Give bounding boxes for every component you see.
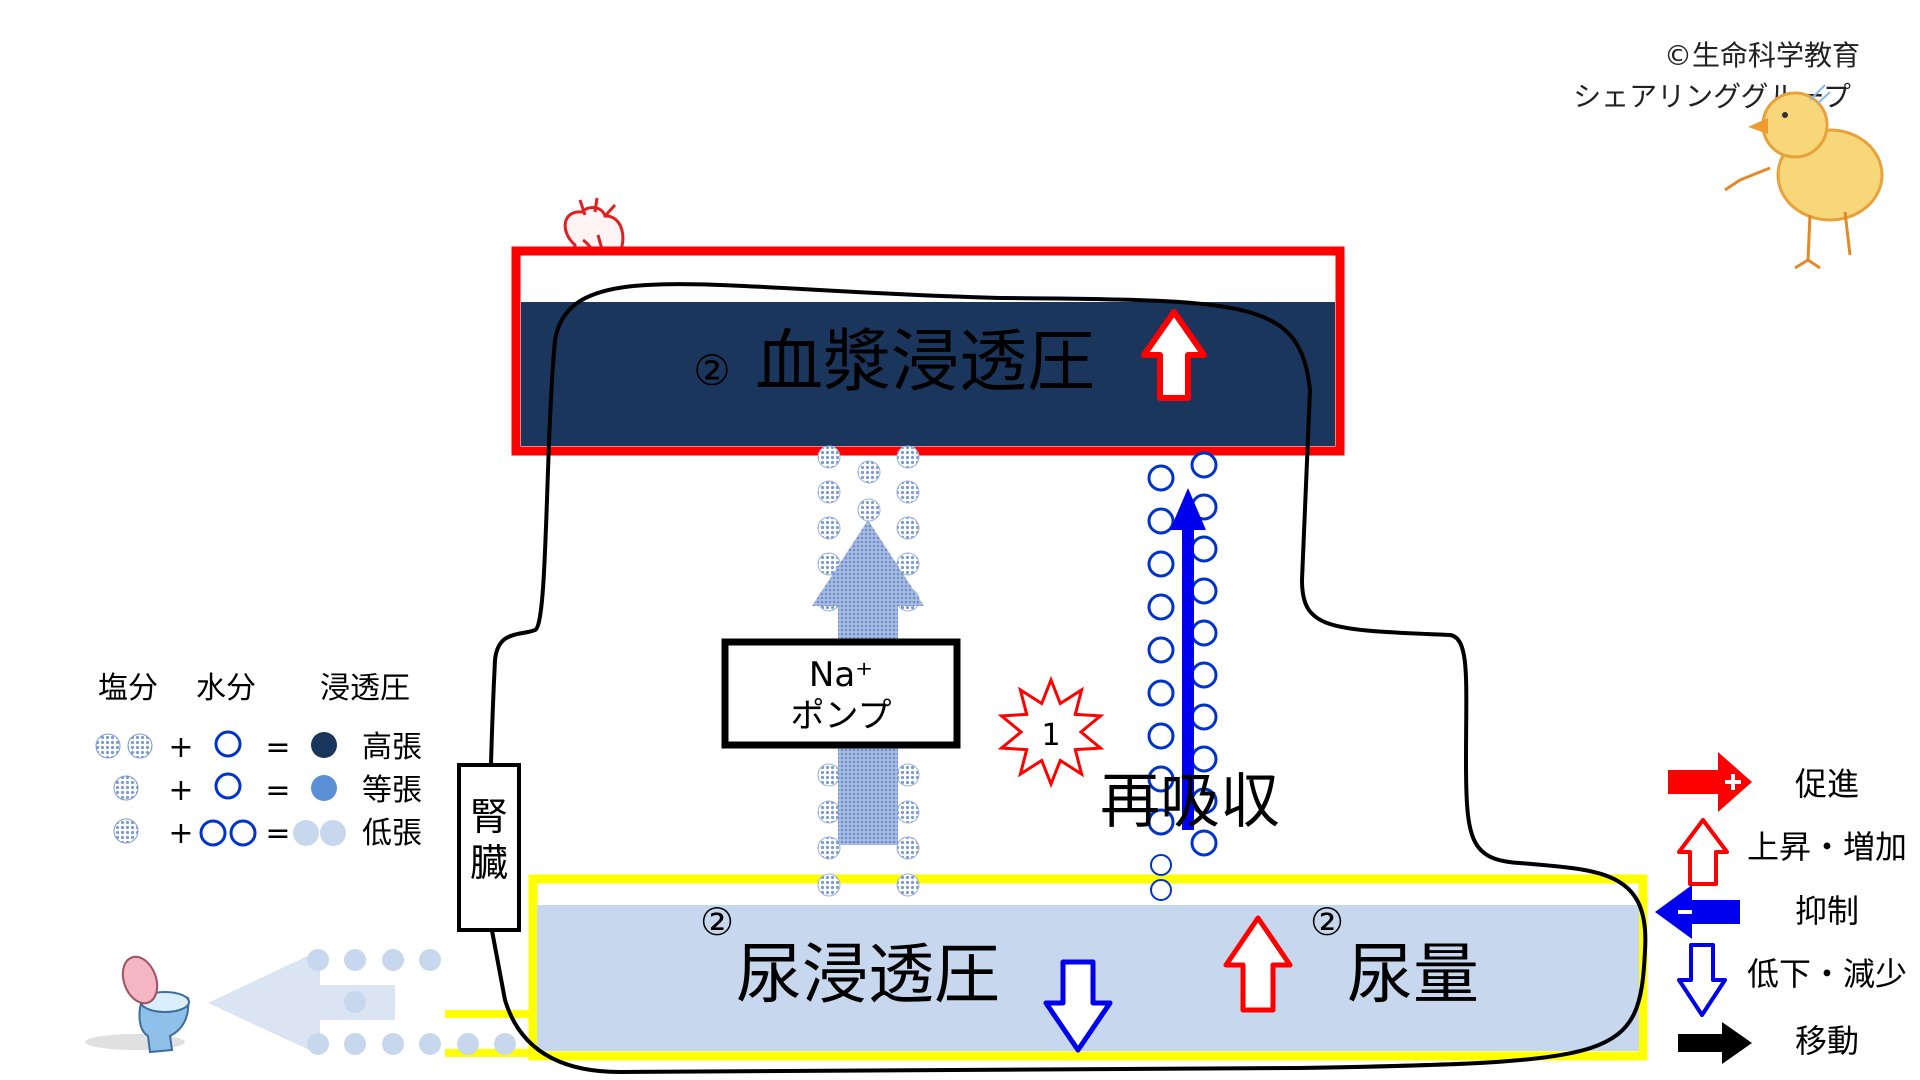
- urine-water-particle: [344, 1033, 366, 1055]
- water-particle: [1147, 464, 1175, 492]
- svg-text:+: +: [168, 816, 193, 851]
- svg-text:高張: 高張: [362, 730, 422, 765]
- svg-text:=: =: [265, 773, 290, 808]
- urine-osmolality-label: 尿浸透圧: [736, 936, 1000, 1013]
- svg-text:=: =: [265, 816, 290, 851]
- water-particle: [1147, 636, 1175, 664]
- event-burst-icon: 1: [997, 675, 1105, 789]
- water-particle: [1150, 854, 1172, 876]
- salt-particles: [817, 445, 920, 897]
- urine-water-particle: [382, 949, 404, 971]
- urine-water-particle: [307, 949, 329, 971]
- water-particle: [1147, 808, 1175, 836]
- svg-text:ポンプ: ポンプ: [791, 696, 892, 736]
- kidney-label-box: 腎臓: [457, 763, 521, 932]
- urine-water-particle: [344, 949, 366, 971]
- inhibit-arrow-icon: [1655, 885, 1740, 939]
- svg-text:Na⁺: Na⁺: [809, 655, 873, 695]
- arrow-legend: 促進 上昇・増加 抑制 低下・減少 移動: [1655, 752, 1907, 1064]
- toilet-icon: [85, 955, 190, 1054]
- svg-text:浸透圧: 浸透圧: [320, 671, 410, 706]
- urine-water-particle: [419, 949, 441, 971]
- water-particle: [1190, 577, 1218, 605]
- urine-water-particle: [344, 991, 366, 1013]
- solute-legend: 塩分 水分 浸透圧 + = 高張 + = 等張 + = 低張: [95, 671, 422, 851]
- urine-volume-number: ②: [1310, 900, 1344, 944]
- urine-water-particle: [494, 1033, 516, 1055]
- salt-particle: [896, 873, 920, 897]
- salt-particle: [896, 763, 920, 787]
- salt-particle: [817, 873, 841, 897]
- water-particle: [1190, 451, 1218, 479]
- urine-water-particle: [307, 1033, 329, 1055]
- urine-osmolality-decrease-arrow: [1043, 959, 1113, 1053]
- water-particle: [1147, 507, 1175, 535]
- plasma-compartment: [511, 246, 1345, 456]
- move-arrow-icon: [1678, 1022, 1752, 1064]
- water-particle: [1147, 765, 1175, 793]
- plasma-osmolality-label: 血漿浸透圧: [755, 323, 1095, 402]
- urine-volume-increase-arrow: [1223, 915, 1293, 1013]
- salt-particle: [817, 516, 841, 540]
- svg-text:=: =: [265, 730, 290, 765]
- salt-particle: [896, 836, 920, 860]
- svg-text:移動: 移動: [1795, 1022, 1859, 1060]
- salt-particle: [817, 800, 841, 824]
- svg-text:低下・減少: 低下・減少: [1747, 955, 1907, 993]
- svg-text:抑制: 抑制: [1795, 892, 1859, 930]
- salt-particle: [817, 836, 841, 860]
- urine-water-particle: [457, 1033, 479, 1055]
- urine-volume-label: 尿量: [1347, 936, 1479, 1013]
- salt-particle: [896, 445, 920, 469]
- water-particle: [1147, 593, 1175, 621]
- urine-water-particle: [419, 1033, 441, 1055]
- water-particle: [1147, 679, 1175, 707]
- water-particles: [1147, 451, 1218, 901]
- water-particle: [1190, 829, 1218, 857]
- salt-particle: [817, 763, 841, 787]
- water-particle: [1150, 879, 1172, 901]
- water-particle: [1190, 661, 1218, 689]
- salt-particle: [817, 445, 841, 469]
- urine-osmolality-number: ②: [700, 900, 734, 944]
- svg-text:+: +: [168, 773, 193, 808]
- water-particle: [1147, 722, 1175, 750]
- svg-text:+: +: [168, 730, 193, 765]
- salt-particle: [896, 552, 920, 576]
- water-reabsorption-arrow: [1170, 488, 1206, 830]
- decrease-arrow-icon: [1677, 943, 1727, 1017]
- water-particle: [1147, 550, 1175, 578]
- urine-water-particle: [382, 1033, 404, 1055]
- water-particle: [1190, 619, 1218, 647]
- svg-text:促進: 促進: [1795, 765, 1859, 803]
- plasma-number: ②: [693, 346, 731, 395]
- water-particle: [1190, 703, 1218, 731]
- salt-particle: [896, 800, 920, 824]
- salt-particle: [817, 480, 841, 504]
- promote-arrow-icon: [1668, 752, 1752, 812]
- svg-text:塩分: 塩分: [98, 671, 158, 706]
- svg-text:水分: 水分: [196, 671, 256, 706]
- reabsorption-label: 再吸収: [1100, 767, 1280, 837]
- svg-text:上昇・増加: 上昇・増加: [1747, 828, 1907, 866]
- salt-particle: [857, 498, 881, 522]
- kidney-outline: [487, 282, 1648, 1075]
- svg-text:低張: 低張: [362, 816, 422, 851]
- plasma-increase-arrow: [1141, 309, 1207, 401]
- chick-mascot-icon: [1724, 84, 1884, 270]
- sodium-pump-box: Na⁺ ポンプ: [721, 638, 961, 749]
- water-particle: [1190, 535, 1218, 563]
- urine-water-particles: [307, 949, 516, 1055]
- urine-compartment: [445, 874, 1648, 1061]
- svg-text:©生命科学教育: ©生命科学教育: [1664, 39, 1860, 72]
- increase-arrow-icon: [1677, 818, 1729, 886]
- kidney-label: 腎臓: [470, 795, 508, 885]
- salt-particle: [896, 480, 920, 504]
- salt-particle: [857, 460, 881, 484]
- urine-excretion-arrow: [208, 950, 395, 1055]
- svg-text:1: 1: [1041, 718, 1060, 753]
- svg-text:等張: 等張: [362, 773, 422, 808]
- salt-particle: [896, 516, 920, 540]
